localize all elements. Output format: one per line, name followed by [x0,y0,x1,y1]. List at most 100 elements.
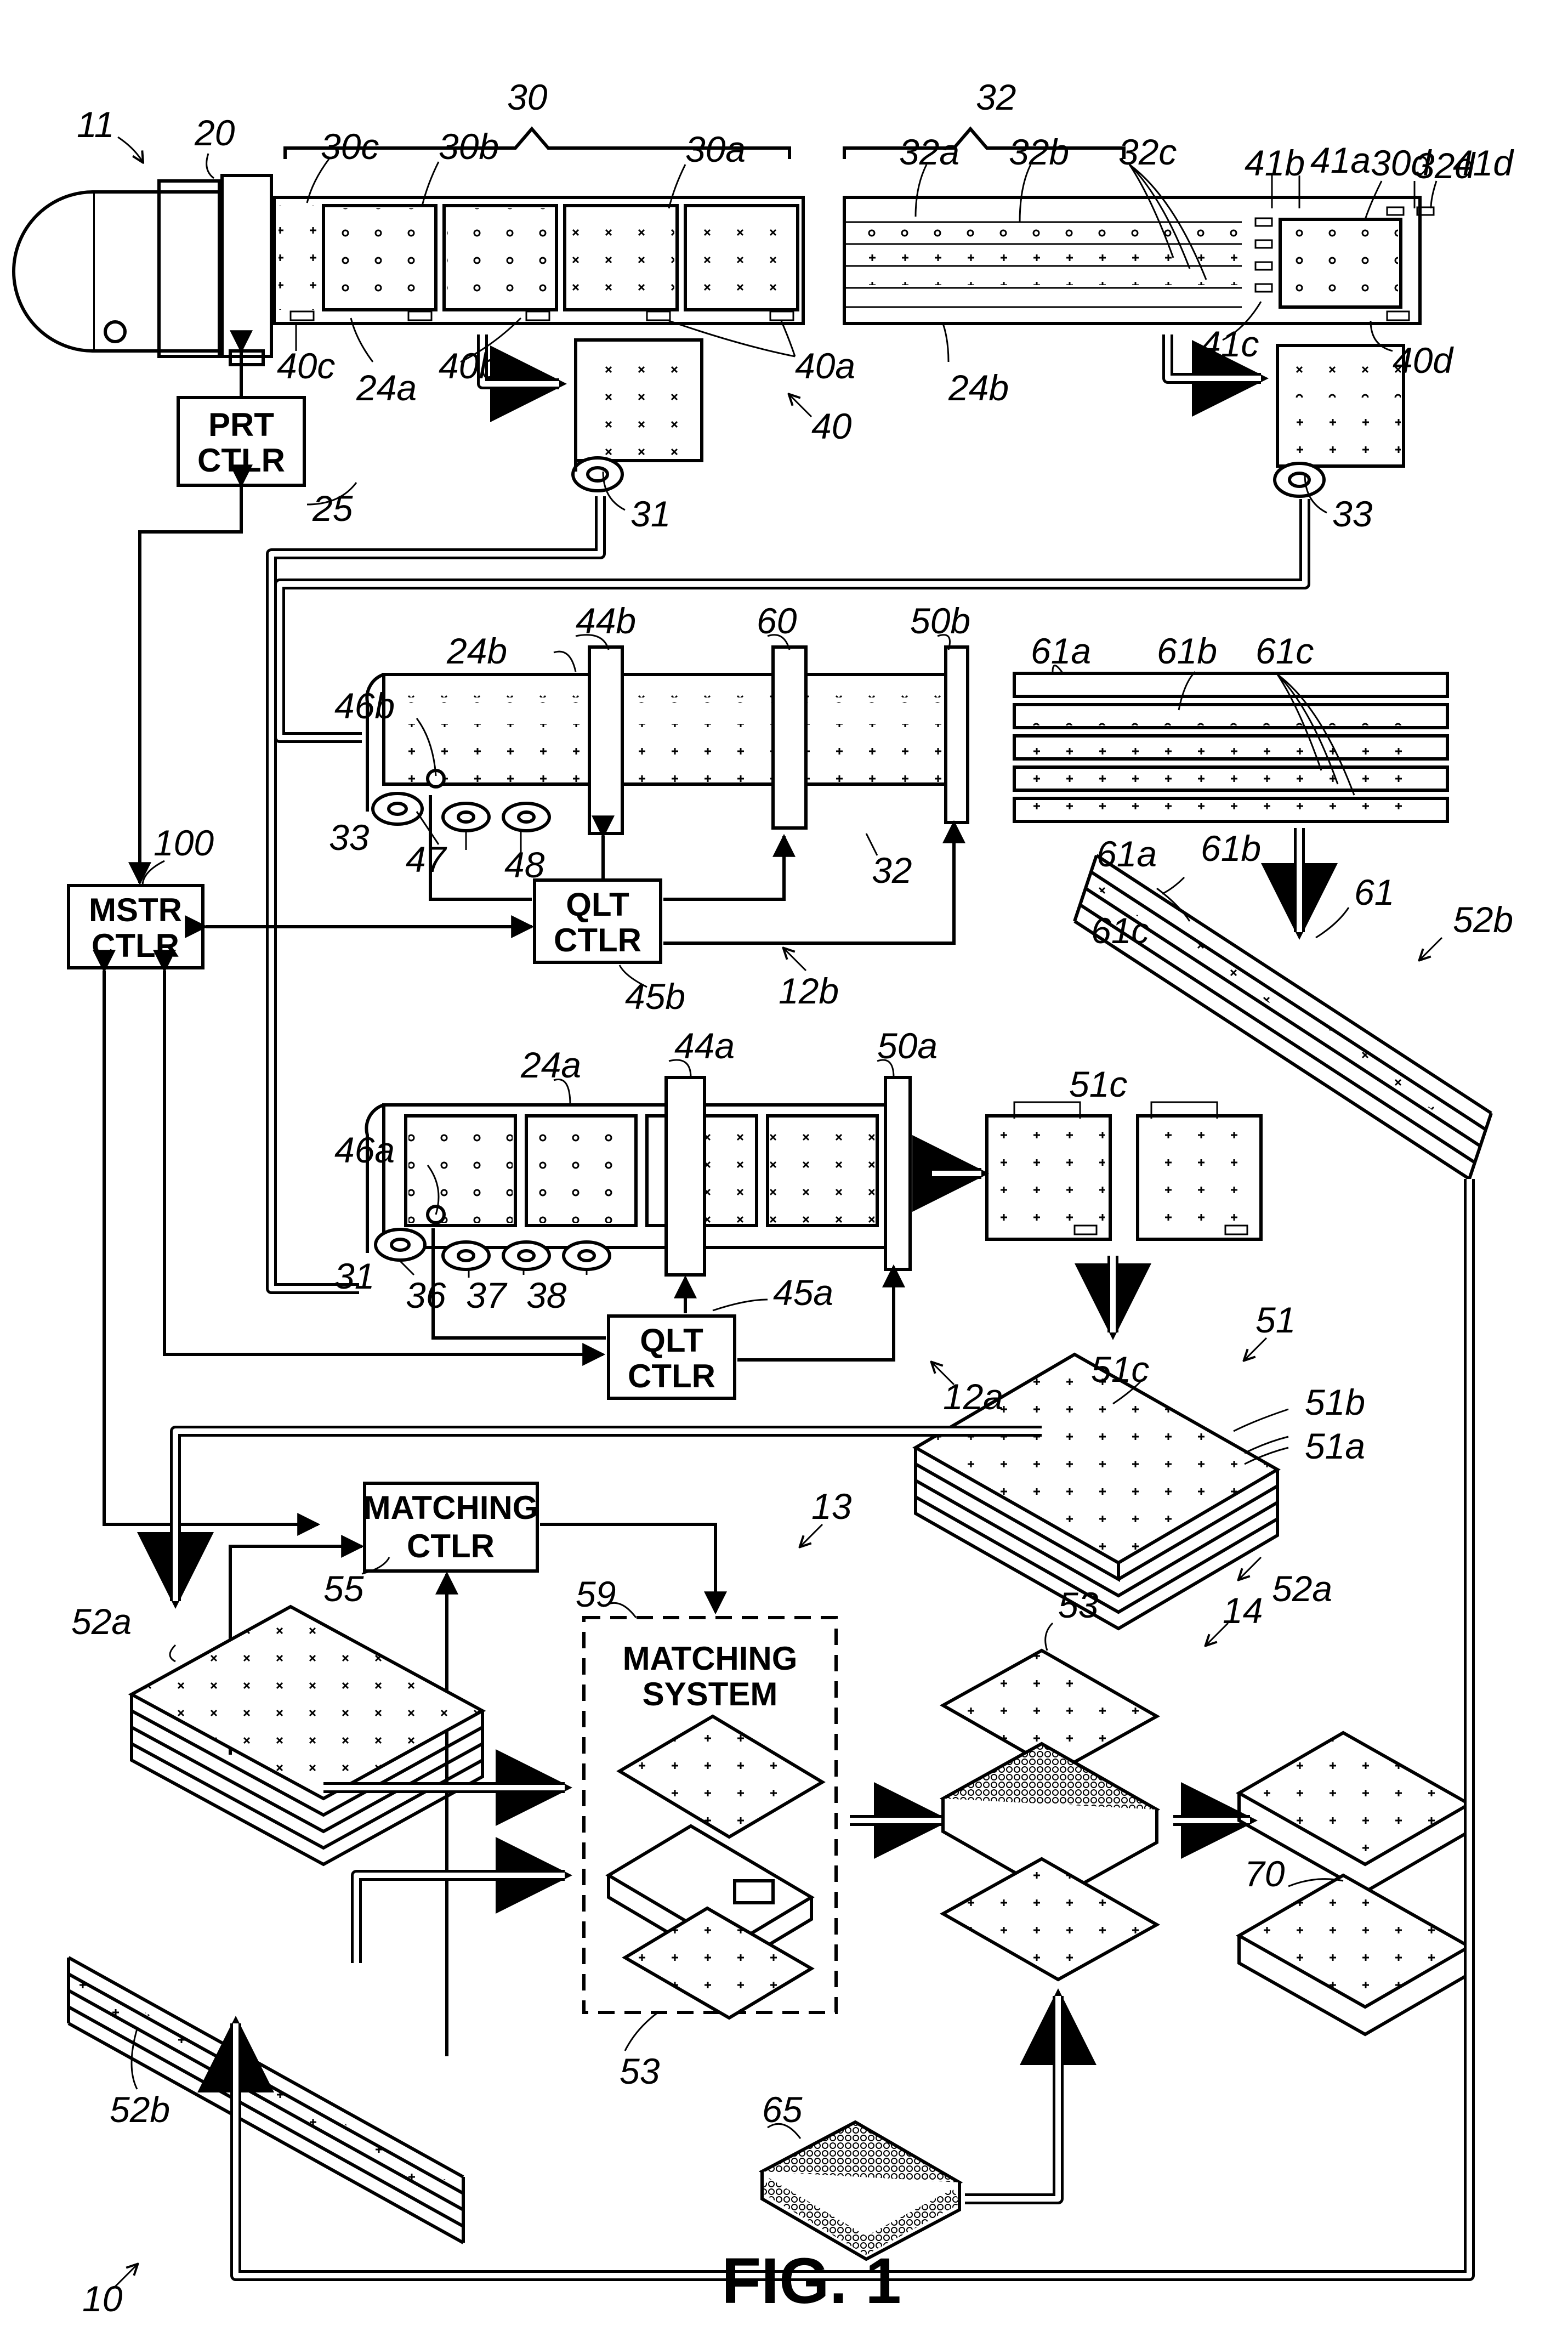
svg-text:47: 47 [406,839,447,880]
svg-text:CTLR: CTLR [628,1358,715,1394]
roll-33-top [1275,345,1404,496]
web-24a-top [274,197,803,324]
svg-text:51: 51 [1255,1300,1296,1340]
roll-31-top [573,340,702,491]
svg-text:CTLR: CTLR [407,1528,495,1564]
svg-text:53: 53 [620,2051,660,2091]
svg-text:12a: 12a [943,1376,1003,1417]
svg-text:40: 40 [811,406,852,446]
svg-text:MATCHING: MATCHING [623,1640,798,1677]
quality-controller-b-box: QLT CTLR [535,880,661,962]
svg-text:61c: 61c [1255,631,1314,671]
svg-text:32c: 32c [1118,132,1177,172]
svg-text:QLT: QLT [566,886,629,923]
svg-text:52a: 52a [1272,1568,1332,1609]
svg-text:MSTR: MSTR [89,892,182,928]
svg-text:61a: 61a [1097,833,1157,874]
svg-text:CTLR: CTLR [92,927,179,964]
svg-text:33: 33 [329,817,370,858]
svg-text:50a: 50a [877,1025,938,1066]
svg-text:53: 53 [1058,1585,1099,1625]
quality-controller-a-box: QLT CTLR [609,1316,735,1398]
svg-text:51a: 51a [1305,1426,1365,1466]
svg-text:32b: 32b [1009,132,1069,172]
svg-text:24b: 24b [948,367,1009,408]
svg-text:30a: 30a [685,129,746,169]
figure-title: FIG. 1 [721,2245,901,2317]
web-24b-top [844,197,1434,324]
svg-text:14: 14 [1223,1590,1263,1631]
svg-text:10: 10 [82,2278,123,2319]
svg-text:32a: 32a [899,132,959,172]
svg-text:52b: 52b [1453,899,1513,940]
svg-text:13: 13 [811,1486,852,1527]
svg-text:MATCHING: MATCHING [363,1489,538,1526]
printer-station [14,175,271,365]
svg-text:41c: 41c [1201,324,1259,364]
svg-text:30c: 30c [321,126,379,167]
svg-text:12b: 12b [779,971,839,1011]
svg-text:CTLR: CTLR [197,442,285,479]
strips-61-flat [1014,673,1447,821]
svg-text:60: 60 [757,600,797,641]
svg-text:52a: 52a [71,1601,132,1642]
svg-text:11: 11 [77,104,115,145]
matching-system-box: MATCHING SYSTEM [584,1618,836,2018]
svg-text:65: 65 [762,2089,803,2130]
svg-text:61a: 61a [1031,631,1091,671]
inspection-line-12b [367,647,968,833]
svg-text:61c: 61c [1091,910,1149,951]
stack-52a-left [132,1607,482,1864]
svg-text:PRT: PRT [208,406,274,443]
svg-text:46a: 46a [334,1130,395,1170]
svg-text:40a: 40a [795,345,855,386]
svg-text:QLT: QLT [640,1322,703,1359]
svg-text:30: 30 [507,77,548,117]
svg-text:70: 70 [1245,1853,1285,1894]
svg-text:45a: 45a [773,1272,833,1313]
svg-text:CTLR: CTLR [554,922,641,959]
svg-text:61b: 61b [1201,828,1261,869]
inspection-line-12a [366,1077,910,1275]
svg-text:31: 31 [334,1256,374,1296]
svg-text:61b: 61b [1157,631,1217,671]
svg-text:55: 55 [323,1568,364,1609]
svg-text:40c: 40c [277,345,335,386]
svg-text:41d: 41d [1453,143,1514,183]
svg-text:44a: 44a [674,1025,735,1066]
svg-text:36: 36 [406,1275,446,1315]
svg-text:32: 32 [872,850,912,891]
svg-text:SYSTEM: SYSTEM [643,1676,778,1712]
svg-text:40d: 40d [1393,340,1454,381]
svg-text:44b: 44b [576,600,636,641]
svg-text:51c: 51c [1069,1064,1127,1104]
svg-text:37: 37 [466,1275,508,1315]
svg-text:51c: 51c [1091,1349,1149,1389]
cut-panels-51c [987,1116,1261,1239]
svg-text:24a: 24a [520,1045,581,1085]
svg-text:51b: 51b [1305,1382,1365,1422]
svg-text:40b: 40b [439,345,499,386]
svg-text:20: 20 [194,112,235,153]
svg-text:45b: 45b [625,976,685,1017]
svg-text:25: 25 [312,488,353,529]
printer-controller-box: PRT CTLR [178,398,304,485]
svg-text:24b: 24b [446,631,507,671]
svg-text:61: 61 [1354,872,1394,912]
svg-text:38: 38 [526,1275,567,1315]
master-controller-box: MSTR CTLR [69,886,203,968]
svg-text:50b: 50b [910,600,970,641]
svg-text:48: 48 [504,844,545,885]
svg-text:31: 31 [630,494,671,534]
spring-unit-65 [762,2122,959,2259]
svg-text:30b: 30b [439,126,499,167]
svg-text:100: 100 [154,823,214,863]
svg-text:24a: 24a [356,367,417,408]
svg-text:59: 59 [576,1574,616,1614]
svg-text:33: 33 [1332,494,1373,534]
svg-text:41b: 41b [1245,143,1305,183]
svg-text:46b: 46b [334,685,395,726]
mattress-70-bottom [1239,1875,1469,2034]
assembly-53 [943,1651,1157,1980]
